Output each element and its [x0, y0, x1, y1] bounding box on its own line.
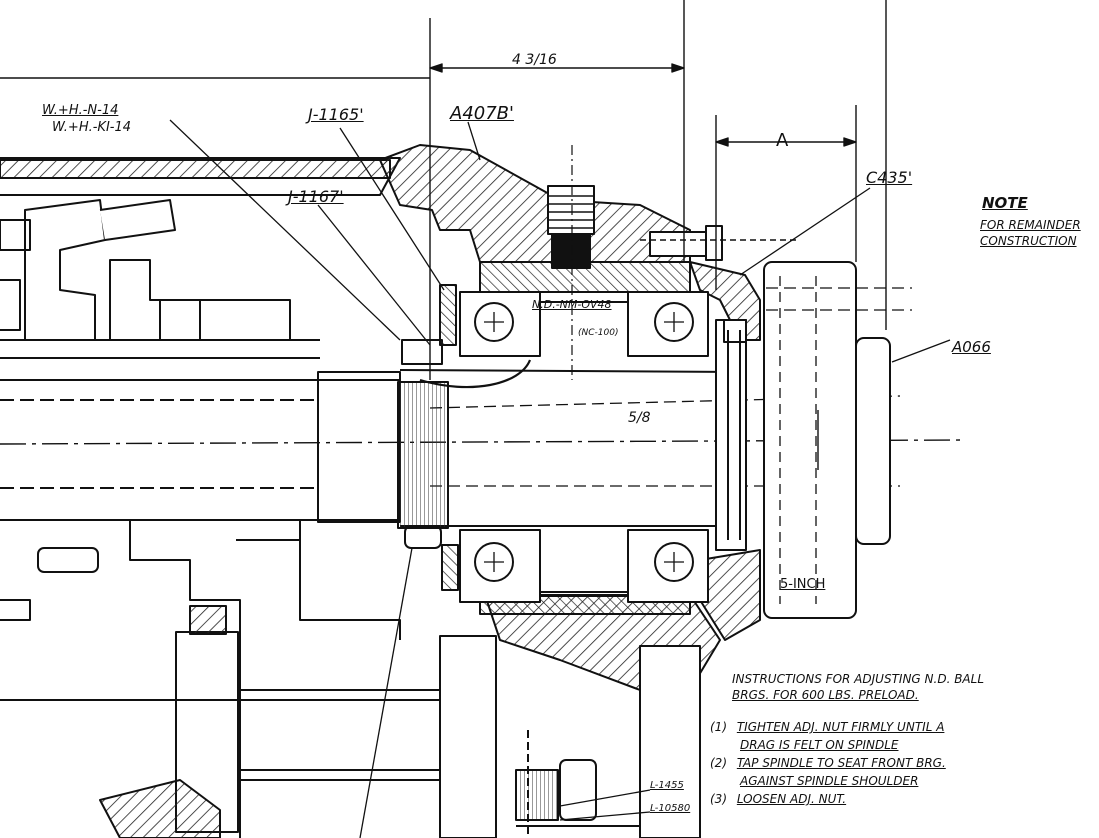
step-text-line-1: TAP SPINDLE TO SEAT FRONT BRG. — [736, 756, 946, 770]
lever-assembly — [0, 199, 320, 359]
callout-j1167: J-1167' — [288, 187, 344, 206]
callout-j1165: J-1165' — [308, 105, 364, 124]
seal-ring — [715, 319, 747, 551]
note-title: NOTE — [982, 194, 1028, 212]
step-text-line-2: AGAINST SPINDLE SHOULDER — [740, 774, 919, 788]
instructions-title-line-1: INSTRUCTIONS FOR ADJUSTING N.D. BALL — [732, 672, 985, 686]
callout-l1455: L-1455 — [650, 780, 684, 791]
callout-l1058: L-10580 — [650, 803, 691, 814]
step-text-line-2: DRAG IS FELT ON SPINDLE — [740, 738, 899, 752]
bearing-sub-label: (NC-100) — [578, 328, 619, 338]
callout-wh-ki14: W.+H.-KI-14 — [52, 120, 132, 135]
fraction-label: 5/8 — [628, 410, 651, 426]
step-text-line-1: LOOSEN ADJ. NUT. — [736, 792, 847, 806]
step-number: (1) — [710, 720, 727, 734]
five-inch-label: 5-INCH — [780, 577, 826, 592]
instructions-title-line-2: BRGS. FOR 600 LBS. PRELOAD. — [732, 688, 919, 702]
callout-wh-n14: W.+H.-N-14 — [42, 103, 119, 118]
instructions-block: INSTRUCTIONS FOR ADJUSTING N.D. BALL BRG… — [710, 672, 1099, 806]
ball-bearings — [474, 302, 694, 582]
cap-screw — [649, 225, 723, 261]
instruction-step: (1) TIGHTEN ADJ. NUT FIRMLY UNTIL A DRAG… — [710, 720, 1099, 752]
bearing-code-label: N.D.-NM-OV48 — [532, 298, 612, 311]
callout-a066: A066 — [952, 338, 991, 356]
callout-c435: C435' — [866, 168, 913, 187]
leader-lines — [169, 119, 951, 838]
step-number: (2) — [710, 756, 727, 770]
adjusting-screw — [547, 145, 595, 380]
dimension-a-label: A — [776, 130, 789, 151]
pulley-flange — [763, 261, 912, 619]
oil-line — [419, 359, 532, 389]
dimension-lines — [0, 0, 887, 380]
hold-down-bolt — [515, 730, 640, 838]
instruction-step: (3) LOOSEN ADJ. NUT. — [710, 792, 1099, 806]
adjusting-nut — [397, 339, 449, 549]
instruction-step: (2) TAP SPINDLE TO SEAT FRONT BRG. AGAIN… — [710, 756, 1099, 788]
note-line-1: FOR REMAINDER — [980, 218, 1081, 232]
dimension-top-label: 4 3/16 — [512, 52, 557, 68]
note-line-2: CONSTRUCTION — [980, 234, 1077, 248]
step-text-line-1: TIGHTEN ADJ. NUT FIRMLY UNTIL A — [736, 720, 945, 734]
lower-frame — [0, 519, 701, 838]
step-number: (3) — [710, 792, 727, 806]
callout-a407b: A407B' — [450, 103, 514, 124]
